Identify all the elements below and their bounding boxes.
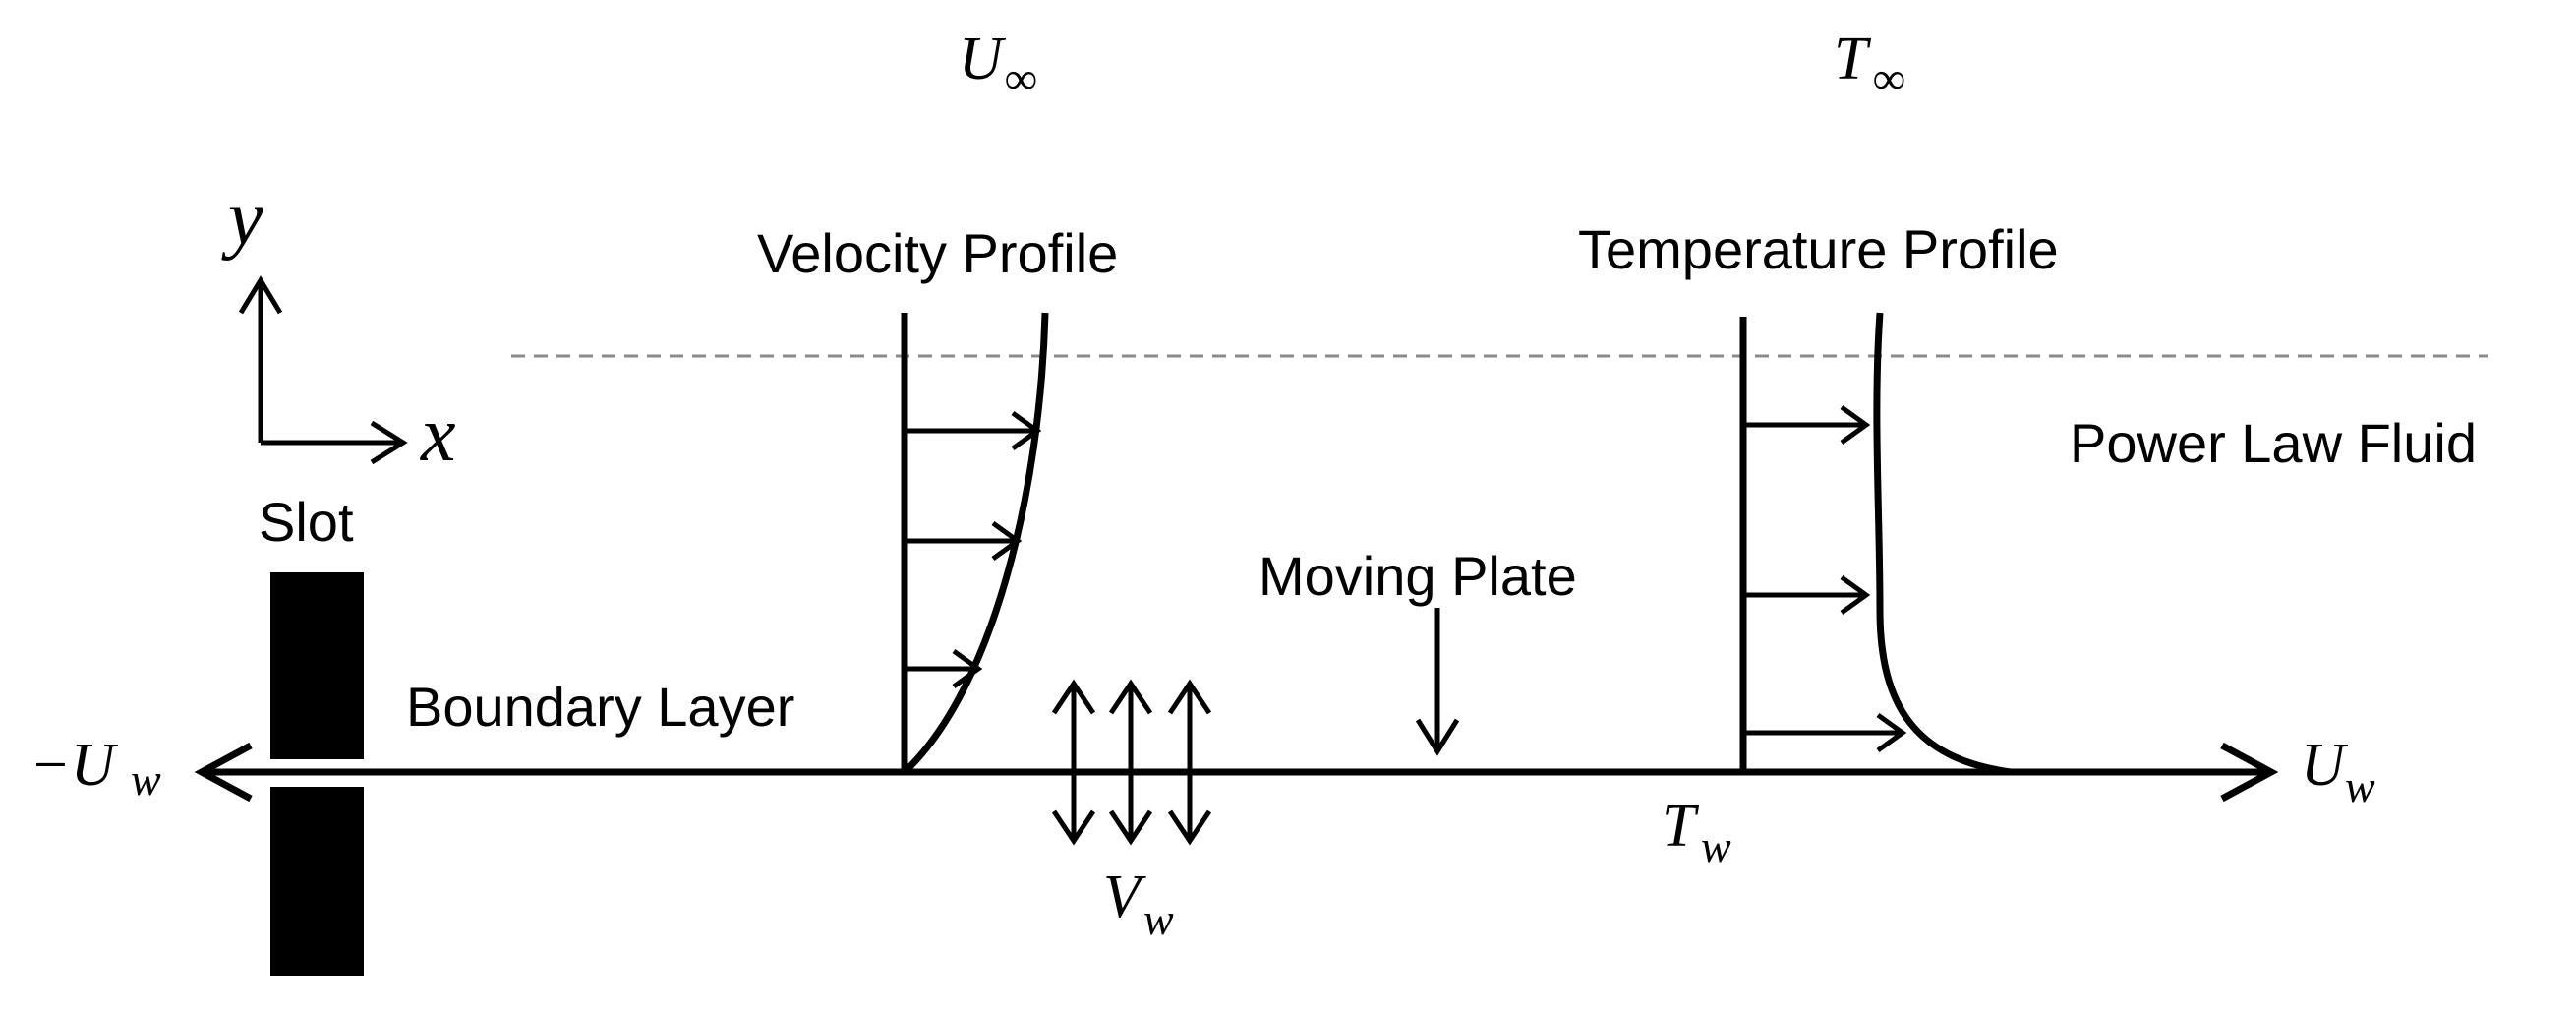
double-arrow xyxy=(1167,679,1212,846)
boundary-layer-label: Boundary Layer xyxy=(406,676,794,738)
temperature-arrow xyxy=(1743,574,1871,616)
slot-upper-block xyxy=(270,572,364,759)
velocity-profile-curve xyxy=(902,312,1049,775)
slot-lower-block xyxy=(270,787,364,976)
svg-text:w: w xyxy=(1701,821,1731,871)
u-infinity-label: U ∞ xyxy=(959,26,1037,103)
y-axis-arrowhead xyxy=(238,275,283,315)
y-axis-label: y xyxy=(221,175,263,262)
velocity-profile-title: Velocity Profile xyxy=(757,222,1118,284)
velocity-arrow xyxy=(905,520,1023,562)
left-arrowhead xyxy=(194,742,253,803)
temperature-profile-curve xyxy=(1873,312,2012,776)
t-infinity-label: T ∞ xyxy=(1834,26,1905,103)
moving-plate-line xyxy=(194,742,2279,803)
svg-text:T: T xyxy=(1662,793,1700,860)
svg-text:∞: ∞ xyxy=(1873,53,1905,103)
temperature-arrow xyxy=(1743,712,1907,753)
plate-velocity-label: U w xyxy=(2301,732,2375,811)
temperature-arrow xyxy=(1743,404,1871,446)
power-law-fluid-label: Power Law Fluid xyxy=(2070,412,2477,474)
moving-plate-pointer-arrow xyxy=(1415,608,1460,756)
x-axis-label: x xyxy=(420,391,456,478)
svg-text:∞: ∞ xyxy=(1005,53,1037,103)
svg-text:U: U xyxy=(959,26,1007,92)
svg-text:T: T xyxy=(1834,26,1872,92)
double-arrow xyxy=(1108,679,1153,846)
velocity-profile xyxy=(901,312,1049,775)
wall-transpiration-arrows xyxy=(1051,679,1212,846)
wall-temperature-label: T w xyxy=(1662,793,1731,871)
moving-plate-label: Moving Plate xyxy=(1259,545,1577,607)
svg-text:w: w xyxy=(2345,761,2375,811)
double-arrow xyxy=(1051,679,1096,846)
temperature-profile xyxy=(1739,312,2012,776)
svg-text:w: w xyxy=(1143,894,1174,944)
svg-text:V: V xyxy=(1103,864,1146,930)
velocity-arrow xyxy=(905,410,1042,451)
coordinate-axes: y x xyxy=(221,175,456,478)
svg-text:w: w xyxy=(131,754,161,805)
negative-plate-velocity-label: −U w xyxy=(29,732,161,805)
svg-text:U: U xyxy=(2301,732,2349,799)
right-arrowhead xyxy=(2220,742,2279,803)
slot-label: Slot xyxy=(259,491,354,553)
svg-text:−U: −U xyxy=(29,732,119,799)
wall-velocity-label: V w xyxy=(1103,864,1174,944)
x-axis-arrowhead xyxy=(370,420,408,465)
temperature-profile-title: Temperature Profile xyxy=(1578,218,2059,280)
velocity-arrow xyxy=(905,648,983,689)
